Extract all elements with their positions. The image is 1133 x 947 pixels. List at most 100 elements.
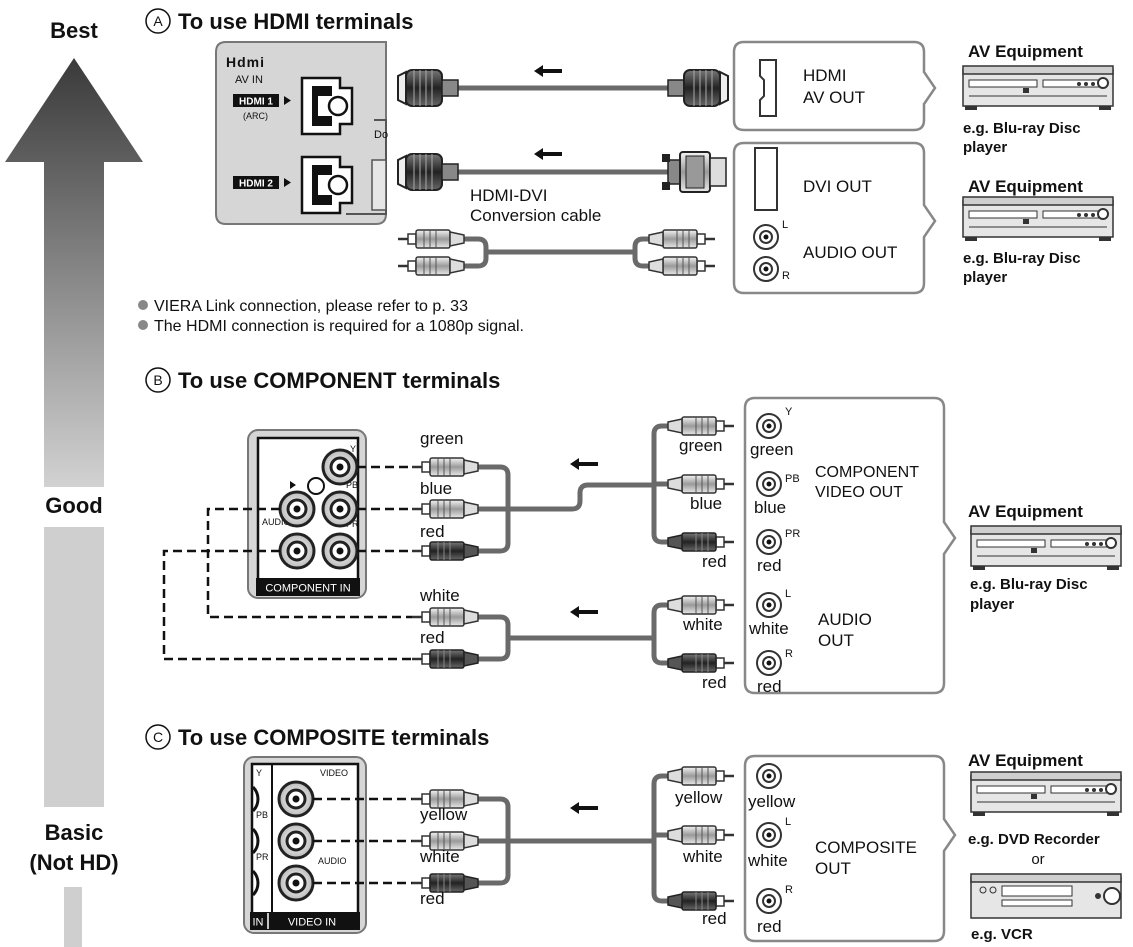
component-y-jack[interactable]	[321, 448, 359, 486]
av-equipment-a1-sub1: e.g. Blu-ray Disc	[963, 120, 1081, 137]
component-audio-l-jack[interactable]	[278, 490, 316, 528]
audio-l-mark: L	[782, 219, 788, 231]
b-left-label-red: red	[420, 522, 445, 541]
component-audio-r-jack[interactable]	[278, 532, 316, 570]
section-marker-a-letter: A	[153, 13, 163, 29]
signal-arrow-b1	[570, 458, 598, 470]
dvi-out-label: DVI OUT	[803, 177, 872, 196]
hdmi1-port[interactable]	[300, 76, 354, 136]
composite-in-fragment: IN	[253, 917, 264, 929]
box-label-red: red	[757, 556, 782, 575]
equip-pb-jack[interactable]	[756, 471, 782, 497]
hdmi-logo: Hdmi	[226, 54, 265, 70]
b-right-label-blue: blue	[690, 494, 722, 513]
signal-arrow-c	[570, 802, 598, 814]
section-c-title: To use COMPOSITE terminals	[178, 725, 489, 750]
composite-audio-l-jack[interactable]	[277, 822, 315, 860]
c-jack-r-mark: R	[785, 884, 793, 896]
b-left-label-red-audio: red	[420, 628, 445, 647]
tv-hdmi-panel: Do Hdmi AV IN HDMI 1 (ARC) HDMI 2	[215, 41, 388, 225]
hdmi-av-out-box: HDMI AV OUT	[732, 40, 937, 132]
panel-pr-mark: PR	[346, 519, 359, 529]
component-pr-jack[interactable]	[321, 532, 359, 570]
b-right-label-white: white	[682, 615, 723, 634]
c-panel-pr-mark: PR	[256, 852, 269, 862]
signal-arrow-a2	[534, 148, 562, 160]
c-jack-l-mark: L	[785, 816, 791, 828]
section-marker-b-letter: B	[153, 372, 162, 388]
component-pb-jack[interactable]	[321, 490, 359, 528]
composite-cable	[410, 765, 736, 912]
equip-audio-r-jack[interactable]	[756, 650, 782, 676]
hdmi2-label: HDMI 2	[239, 179, 273, 190]
quality-bar-low	[64, 887, 82, 947]
av-equipment-b-sub2: player	[970, 596, 1014, 613]
component-audio-out-1: AUDIO	[818, 610, 872, 629]
av-equipment-a2-sub2: player	[963, 269, 1007, 286]
c-box-label-yellow: yellow	[748, 792, 796, 811]
av-equipment-a2: AV Equipment e.g. Blu-ray Disc player	[962, 177, 1114, 286]
jack-r-mark: R	[785, 648, 793, 660]
audio-out-label: AUDIO OUT	[803, 243, 897, 262]
equip-pr-jack[interactable]	[756, 529, 782, 555]
av-in-label: AV IN	[235, 74, 263, 86]
b-right-label-green: green	[679, 436, 722, 455]
composite-audio-r-jack[interactable]	[277, 864, 315, 902]
component-video-cable	[410, 415, 736, 562]
composite-out-2: OUT	[815, 859, 851, 878]
signal-arrow-b2	[570, 606, 598, 618]
component-out-box: Y PB PR L R green blue red white red COM…	[743, 396, 957, 696]
note-1080p: The HDMI connection is required for a 10…	[154, 318, 524, 335]
section-marker-c-letter: C	[153, 729, 163, 745]
tv-composite-panel: IN VIDEO IN Y PB PR VIDEO AUDIO	[243, 756, 367, 934]
quality-basic-label: Basic	[45, 820, 104, 845]
hdmi-cable	[397, 69, 729, 107]
c-box-label-white: white	[747, 851, 788, 870]
equip-c-audio-l-jack[interactable]	[756, 822, 782, 848]
hdmi-dvi-label-1: HDMI-DVI	[470, 186, 547, 205]
jack-l-mark: L	[785, 588, 791, 600]
panel-audio-mark: AUDIO	[262, 517, 291, 527]
equip-audio-l-jack[interactable]	[756, 592, 782, 618]
av-equipment-c: AV Equipment e.g. DVD Recorder or e.g. V…	[968, 751, 1122, 943]
section-marker-c	[145, 724, 171, 750]
av-equipment-c-heading: AV Equipment	[968, 751, 1083, 770]
hdmi2-port[interactable]	[300, 155, 354, 215]
equip-c-audio-r-jack[interactable]	[756, 888, 782, 914]
quality-not-hd-label: (Not HD)	[29, 850, 118, 875]
av-equipment-c-or: or	[1031, 851, 1044, 868]
c-right-label-yellow: yellow	[675, 788, 723, 807]
quality-bar-mid	[44, 527, 104, 807]
panel-y-mark: Y	[350, 444, 356, 454]
component-in-caption: COMPONENT IN	[265, 583, 350, 595]
equip-y-jack[interactable]	[756, 413, 782, 439]
av-out-label: AV OUT	[803, 88, 865, 107]
c-panel-y-mark: Y	[256, 768, 262, 778]
audio-cable-a	[396, 228, 717, 277]
c-panel-video-mark: VIDEO	[320, 768, 348, 778]
section-composite: C To use COMPOSITE terminals IN VIDEO IN…	[145, 724, 1122, 943]
section-a-title: To use HDMI terminals	[178, 9, 414, 34]
av-equipment-a2-sub1: e.g. Blu-ray Disc	[963, 250, 1081, 267]
c-right-label-white: white	[682, 847, 723, 866]
composite-video-jack[interactable]	[277, 780, 315, 818]
c-right-label-red: red	[702, 909, 727, 928]
section-marker-b	[145, 367, 171, 393]
c-left-label-yellow: yellow	[420, 805, 468, 824]
box-label-white: white	[748, 619, 789, 638]
vcr-icon	[970, 873, 1122, 919]
hdmi-dvi-label-2: Conversion cable	[470, 206, 601, 225]
av-equipment-a2-heading: AV Equipment	[968, 177, 1083, 196]
c-panel-pb-mark: PB	[256, 810, 268, 820]
c-box-label-red: red	[757, 917, 782, 936]
hdmi-dvi-cable	[397, 151, 727, 193]
arc-label: (ARC)	[243, 111, 268, 121]
component-video-out-2: VIDEO OUT	[815, 484, 903, 501]
component-video-out-1: COMPONENT	[815, 464, 919, 481]
equip-video-jack[interactable]	[756, 763, 782, 789]
jack-pr-mark: PR	[785, 528, 800, 540]
c-left-label-white: white	[419, 847, 460, 866]
quality-good-label: Good	[45, 493, 102, 518]
hdmi-notes: VIERA Link connection, please refer to p…	[138, 298, 524, 335]
